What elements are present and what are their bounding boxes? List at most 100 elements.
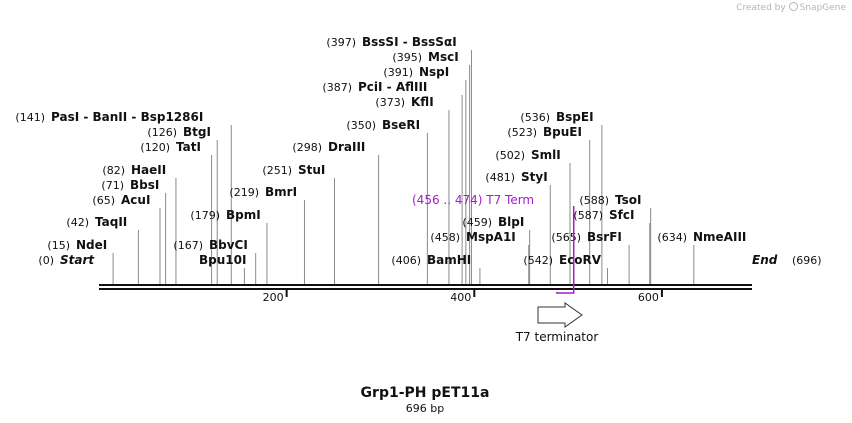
site-enzyme-name: BmrI	[265, 185, 297, 199]
site-enzyme-name: SmlI	[531, 148, 561, 162]
site-label[interactable]: (696)End	[752, 253, 822, 267]
site-position: (459)	[462, 216, 492, 229]
site-position: (696)	[792, 254, 822, 267]
site-label[interactable]: (219)BmrI	[229, 185, 297, 199]
site-enzyme-name: BpmI	[226, 208, 261, 222]
site-position: (387)	[322, 81, 352, 94]
site-position: (587)	[573, 209, 603, 222]
site-enzyme-name: BlpI	[498, 215, 524, 229]
site-label[interactable]: (502) SmlI	[495, 148, 560, 162]
site-position: (15)	[47, 239, 70, 252]
site-position: (397)	[326, 36, 356, 49]
site-label[interactable]: (459) BlpI	[462, 215, 524, 229]
site-label[interactable]: (536)BspEI	[520, 110, 593, 124]
site-label[interactable]: (141) PasI - BanII - Bsp1286I	[15, 110, 203, 124]
site-label[interactable]: (0) Start	[38, 253, 95, 267]
site-enzyme-name: MscI	[428, 50, 459, 64]
site-label[interactable]: (373) KflI	[375, 95, 433, 109]
site-position: (167)	[173, 239, 203, 252]
backbone-top-strand	[99, 284, 752, 286]
primer-feature: (456 .. 474) T7 Term	[412, 193, 575, 294]
site-position: (391)	[383, 66, 413, 79]
site-label[interactable]: (634)NmeAIII	[657, 230, 746, 244]
site-label[interactable]: (350)BseRI	[346, 118, 420, 132]
site-label[interactable]: (542) EcoRV	[523, 253, 601, 267]
site-label[interactable]: (565) BsrFI	[551, 230, 621, 244]
site-labels: (0) Start(15)NdeI (42)TaqII (65)AcuI(71) Bbs…	[15, 35, 821, 267]
site-enzyme-name: Bpu10I	[199, 253, 246, 267]
axis-tick-label: 400	[450, 291, 471, 304]
site-enzyme-name: PasI - BanII - Bsp1286I	[51, 110, 203, 124]
site-position: (542)	[523, 254, 553, 267]
site-label[interactable]: (458)MspA1I	[430, 230, 515, 244]
site-label[interactable]: Bpu10I	[199, 253, 246, 267]
site-enzyme-name: TatI	[176, 140, 201, 154]
site-label[interactable]: (71) BbsI	[101, 178, 159, 192]
site-enzyme-name: BbvCI	[209, 238, 248, 252]
site-label[interactable]: (126)BtgI	[147, 125, 211, 139]
site-enzyme-name: BamHI	[427, 253, 471, 267]
site-position: (406)	[391, 254, 421, 267]
site-label[interactable]: (391)NspI	[383, 65, 449, 79]
axis-tick-label: 600	[638, 291, 659, 304]
features: T7 terminator	[515, 302, 599, 344]
site-label[interactable]: (82) HaeII	[102, 163, 166, 177]
site-position: (373)	[375, 96, 405, 109]
site-label[interactable]: (481)StyI	[485, 170, 547, 184]
site-label[interactable]: (65)AcuI	[92, 193, 150, 207]
site-enzyme-name: AcuI	[121, 193, 150, 207]
site-position: (179)	[190, 209, 220, 222]
site-label[interactable]: (397) BssSI - BssSαI	[326, 35, 456, 49]
site-label[interactable]: (120) TatI	[140, 140, 201, 154]
site-position: (251)	[262, 164, 292, 177]
site-label[interactable]: (15)NdeI	[47, 238, 107, 252]
backbone-bottom-strand	[99, 288, 752, 290]
site-enzyme-name: SfcI	[609, 208, 634, 222]
sequence-title: Grp1-PH pET11a	[361, 385, 490, 401]
feature[interactable]: T7 terminator	[515, 302, 599, 344]
site-enzyme-name: BbsI	[130, 178, 159, 192]
site-position: (82)	[102, 164, 125, 177]
site-position: (634)	[657, 231, 687, 244]
site-enzyme-name: DraIII	[328, 140, 365, 154]
site-label[interactable]: (523)BpuEI	[507, 125, 582, 139]
site-label[interactable]: (406) BamHI	[391, 253, 471, 267]
site-position: (141)	[15, 111, 45, 124]
site-position: (0)	[38, 254, 54, 267]
site-enzyme-name: StyI	[521, 170, 548, 184]
feature-arrow-icon	[537, 302, 583, 328]
site-label[interactable]: (179) BpmI	[190, 208, 260, 222]
site-label[interactable]: (588)TsoI	[579, 193, 641, 207]
snapgene-logo-icon	[788, 2, 798, 11]
site-enzyme-name: BpuEI	[543, 125, 582, 139]
site-enzyme-name: EcoRV	[559, 253, 602, 267]
primer-bracket	[556, 206, 575, 294]
site-enzyme-name: BseRI	[382, 118, 420, 132]
site-position: (458)	[430, 231, 460, 244]
site-position: (502)	[495, 149, 525, 162]
site-label[interactable]: (251)StuI	[262, 163, 325, 177]
site-position: (120)	[140, 141, 170, 154]
site-enzyme-name: BssSI - BssSαI	[362, 35, 457, 49]
credit-brand: SnapGene	[799, 3, 846, 13]
site-enzyme-name: HaeII	[131, 163, 166, 177]
feature-name: T7 terminator	[515, 330, 599, 344]
site-enzyme-name: PciI - AflIII	[358, 80, 427, 94]
site-position: (565)	[551, 231, 581, 244]
site-enzyme-name: TaqII	[95, 215, 127, 229]
site-label[interactable]: (298)DraIII	[292, 140, 365, 154]
site-label[interactable]: (42)TaqII	[66, 215, 127, 229]
site-enzyme-name: KflI	[411, 95, 434, 109]
site-enzyme-name: Start	[60, 253, 95, 267]
site-label[interactable]: (167) BbvCI	[173, 238, 247, 252]
site-label[interactable]: (387) PciI - AflIII	[322, 80, 427, 94]
primer-label[interactable]: (456 .. 474) T7 Term	[412, 193, 534, 207]
site-position: (71)	[101, 179, 124, 192]
site-enzyme-name: TsoI	[615, 193, 641, 207]
site-label[interactable]: (395)MscI	[392, 50, 458, 64]
credit-prefix: Created by	[736, 3, 786, 13]
site-label[interactable]: (587) SfcI	[573, 208, 634, 222]
site-enzyme-name: BsrFI	[587, 230, 622, 244]
